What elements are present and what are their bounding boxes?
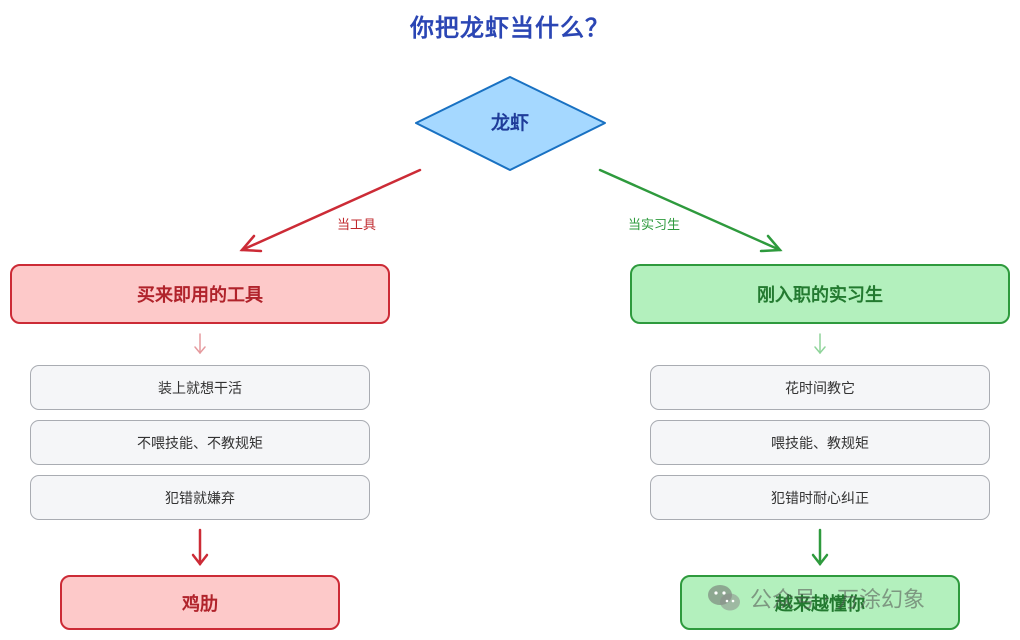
edge-label-intern: 当实习生 (628, 218, 681, 233)
arrow-to-intern (598, 168, 783, 253)
arrow-right-result (811, 528, 829, 567)
edge-label-tool: 当工具 (337, 218, 377, 233)
intern-step-3: 犯错时耐心纠正 (650, 475, 990, 520)
tool-step-3: 犯错就嫌弃 (30, 475, 370, 520)
tool-step-1: 装上就想干活 (30, 365, 370, 410)
watermark-text: 公众号 · 万涂幻象 (750, 588, 925, 613)
wechat-icon (706, 583, 742, 613)
root-diamond (415, 76, 606, 171)
intern-step-2: 喂技能、教规矩 (650, 420, 990, 465)
arrow-right-small (814, 333, 826, 355)
tool-box: 买来即用的工具 (10, 264, 390, 324)
arrow-to-tool (239, 168, 422, 253)
page-title: 你把龙虾当什么？ (410, 14, 610, 42)
root-label: 龙虾 (490, 112, 529, 134)
arrow-left-result (191, 528, 209, 567)
arrow-left-small (194, 333, 206, 355)
intern-step-1: 花时间教它 (650, 365, 990, 410)
watermark: 公众号 · 万涂幻象 (706, 580, 925, 616)
tool-step-2: 不喂技能、不教规矩 (30, 420, 370, 465)
intern-box: 刚入职的实习生 (630, 264, 1010, 324)
tool-result: 鸡肋 (60, 575, 340, 630)
